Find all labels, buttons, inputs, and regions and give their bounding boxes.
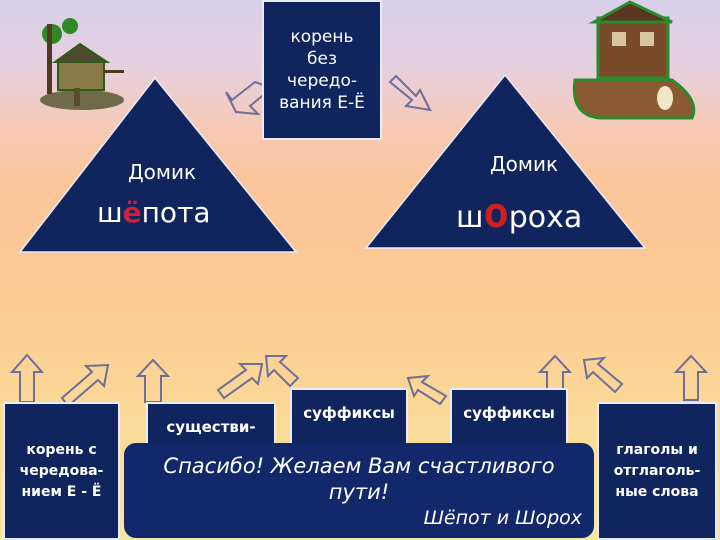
outline-arrow-icon [135,358,171,403]
left-word-vowel: ё [122,196,142,229]
box-line: чередова- [19,462,104,479]
box-line: нием Е - Ё [21,483,102,500]
alternating-root-box: корень с чередова- нием Е - Ё [3,402,120,540]
suffixes-label-2: суффиксы [463,404,555,422]
outline-arrow-icon [406,374,448,406]
verbs-box: глаголы и отглаголь- ные слова [597,402,717,540]
box-line: отглаголь- [613,462,701,479]
left-house-word: шёпота [97,196,211,229]
left-word-prefix: ш [97,196,123,229]
banner-signature: Шёпот и Шорох [423,507,582,529]
outline-arrow-icon [537,354,573,391]
right-word-prefix: ш [456,200,484,235]
box-line: глаголы и [616,441,698,458]
top-box-line: корень [290,27,354,47]
right-word-suffix: роха [508,200,583,235]
outline-arrow-icon [9,353,45,403]
outline-arrow-icon [216,363,264,400]
boot-house-picture [572,0,696,120]
right-house-roof [364,73,647,249]
nouns-label: существи- [166,418,256,436]
top-box-line: без [307,49,337,69]
top-box-line: вания Е-Ё [279,93,365,113]
outline-arrow-icon [582,356,624,394]
banner-line-2: пути! [328,480,390,504]
banner-message: Спасибо! Желаем Вам счастливого пути! [124,453,594,505]
top-box-line: чередо- [286,71,358,91]
left-word-suffix: пота [141,196,211,229]
left-house-title: Домик [128,160,197,184]
right-house-word: шороха [456,188,582,237]
outline-arrow-icon [60,363,110,408]
box-line: ные слова [615,483,699,500]
suffixes-label-1: суффиксы [303,404,395,422]
right-house-title: Домик [490,152,559,176]
thank-you-banner: Спасибо! Желаем Вам счастливого пути! Шё… [124,443,594,538]
root-without-alternation-box: корень без чередо- вания Е-Ё [262,0,382,140]
outline-arrow-icon [673,354,709,401]
banner-line-1: Спасибо! Желаем Вам счастливого [163,454,555,478]
left-house-roof [18,76,298,253]
treehouse-picture [40,18,124,110]
outline-arrow-icon [264,355,300,388]
right-word-vowel: о [483,188,509,237]
box-line: корень с [26,441,97,458]
